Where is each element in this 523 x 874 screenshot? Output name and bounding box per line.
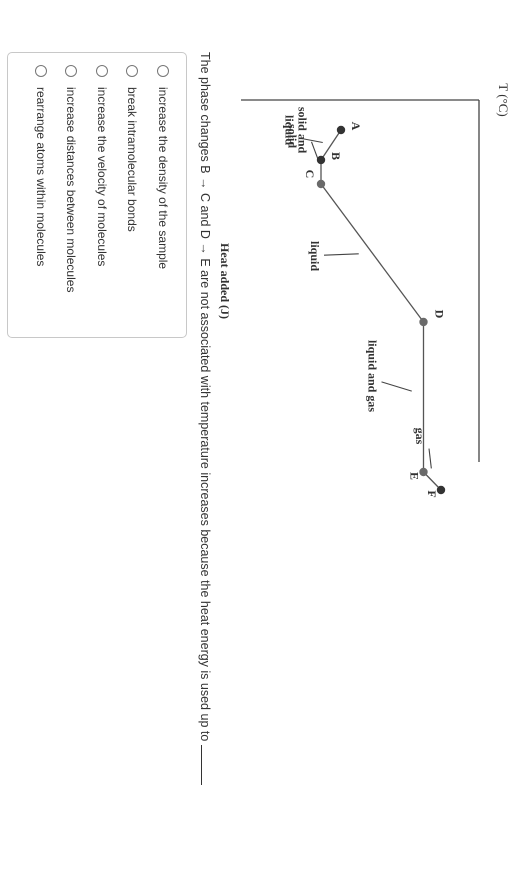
- curve-segment-c-d: [320, 183, 425, 323]
- annotation-leader: [310, 141, 319, 161]
- answer-options: increase the density of the sample break…: [7, 52, 187, 338]
- option-label: increase distances between molecules: [64, 87, 78, 293]
- option-increase-velocity[interactable]: increase the velocity of molecules: [93, 65, 111, 266]
- option-break-intramolecular-bonds[interactable]: break intramolecular bonds: [123, 65, 141, 232]
- annotation-leaders: [301, 137, 432, 469]
- point-label-f: F: [425, 490, 439, 497]
- question-prompt: The phase changes B → C and D → E are no…: [198, 52, 212, 742]
- annotation-liquid: liquid: [308, 241, 322, 271]
- annotation-line: solid: [286, 124, 300, 148]
- question-text: The phase changes B → C and D → E are no…: [197, 52, 213, 872]
- heating-curve: A B C D E F: [303, 122, 447, 498]
- annotation-solid: solid: [286, 124, 300, 148]
- point-f: [436, 485, 446, 495]
- option-label: increase the velocity of molecules: [95, 87, 109, 267]
- option-rearrange-atoms[interactable]: rearrange atoms within molecules: [32, 65, 50, 266]
- y-axis-label: T (°C): [496, 83, 511, 116]
- point-c: [316, 179, 326, 189]
- chart-axes: [241, 99, 480, 462]
- option-increase-distances[interactable]: increase distances between molecules: [62, 65, 80, 292]
- answer-blank: [201, 744, 213, 785]
- option-label: rearrange atoms within molecules: [34, 87, 48, 267]
- radio-button[interactable]: [126, 65, 138, 77]
- annotation-leader: [428, 448, 432, 469]
- x-axis-label: Heat added (J): [218, 243, 232, 319]
- point-label-a: A: [349, 122, 363, 131]
- option-increase-density[interactable]: increase the density of the sample: [154, 65, 172, 269]
- point-d: [419, 317, 428, 327]
- annotation-solid-and-liquid: solid andliquid: [283, 107, 310, 154]
- annotation-leader: [323, 253, 359, 256]
- annotation-line: liquid: [308, 241, 322, 271]
- point-a: [336, 125, 346, 135]
- option-label: increase the density of the sample: [156, 87, 170, 270]
- annotation-line: liquid and gas: [366, 340, 380, 412]
- annotation-line: solid and: [296, 107, 310, 154]
- option-label: break intramolecular bonds: [125, 87, 139, 232]
- curve-segment-a-b: [320, 129, 342, 161]
- radio-button[interactable]: [65, 65, 77, 77]
- annotation-line: gas: [413, 428, 427, 445]
- radio-button[interactable]: [35, 65, 47, 77]
- annotation-liquid-and-gas: liquid and gas: [366, 340, 380, 412]
- point-label-e: E: [408, 472, 422, 480]
- point-b: [316, 155, 326, 165]
- annotation-gas: gas: [413, 428, 427, 445]
- annotation-leader: [381, 381, 412, 392]
- radio-button[interactable]: [157, 65, 169, 77]
- annotation-line: liquid: [283, 115, 297, 145]
- annotation-leader: [301, 137, 323, 144]
- point-e: [419, 467, 428, 477]
- point-label-d: D: [433, 310, 447, 319]
- radio-button[interactable]: [96, 65, 108, 77]
- point-label-c: C: [303, 170, 317, 179]
- point-label-b: B: [329, 152, 343, 160]
